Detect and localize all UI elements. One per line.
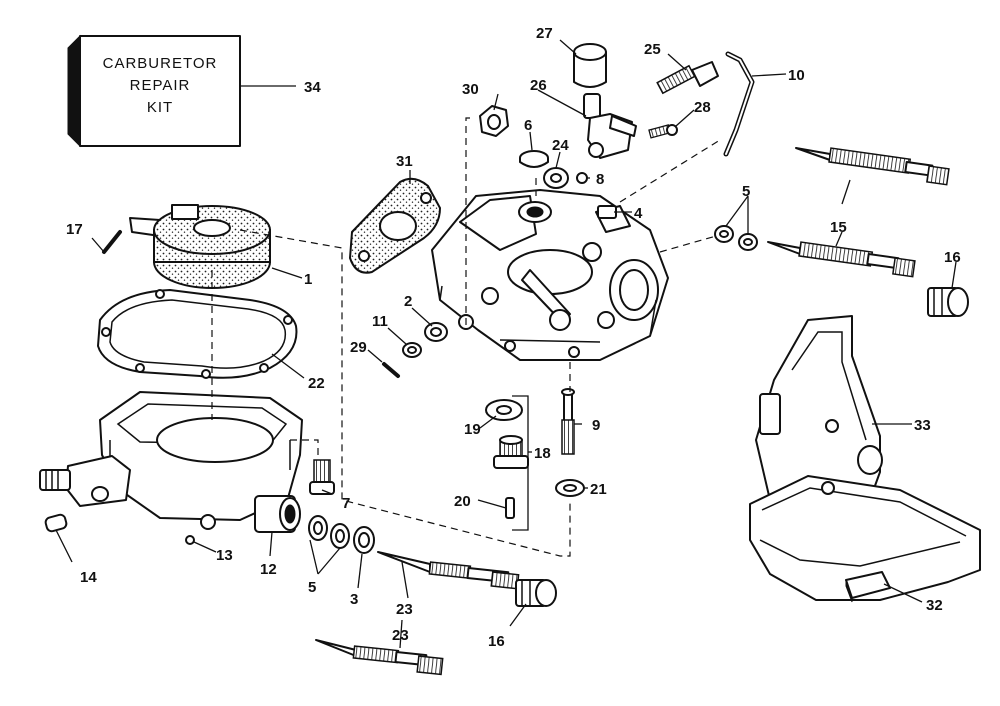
needle-valve-right-upper-part <box>795 147 950 186</box>
cap-part <box>573 43 607 88</box>
washers-left-part <box>308 515 375 554</box>
callout-1: 1 <box>304 271 312 288</box>
callout-17: 17 <box>66 221 83 238</box>
callout-11: 11 <box>372 313 388 330</box>
block-32-part <box>845 571 891 603</box>
leader-lines <box>55 39 957 649</box>
callout-22: 22 <box>308 375 325 392</box>
callout-4: 4 <box>634 205 643 222</box>
callout-24: 24 <box>552 137 569 154</box>
welch-plug-part <box>519 150 549 168</box>
bracket-18 <box>512 395 529 531</box>
callout-28: 28 <box>694 99 711 116</box>
lock-washer-11-part <box>402 342 422 358</box>
callout-23-lower: 23 <box>392 627 409 644</box>
callout-30: 30 <box>462 81 479 98</box>
packing-nut-upper-part <box>927 287 969 317</box>
callout-16-upper: 16 <box>944 249 961 266</box>
callout-23-upper: 23 <box>396 601 413 618</box>
plug-part <box>44 513 68 533</box>
float-bowl-gasket-part <box>97 289 298 379</box>
kit-label-line3: KIT <box>147 99 173 116</box>
washer-2-part <box>424 322 448 342</box>
callout-8: 8 <box>596 171 604 188</box>
callout-5-right: 5 <box>742 183 750 200</box>
callout-26: 26 <box>530 77 547 94</box>
needle-valve-lower-part <box>315 639 444 676</box>
callout-33: 33 <box>914 417 931 434</box>
callout-7: 7 <box>342 495 350 512</box>
flange-gasket-part <box>348 177 442 274</box>
callout-14: 14 <box>80 569 97 586</box>
kit-label-line2: REPAIR <box>130 77 191 94</box>
callout-29: 29 <box>350 339 367 356</box>
callout-10: 10 <box>788 67 805 84</box>
carburetor-body-part <box>431 189 669 361</box>
nut-part <box>479 105 509 137</box>
float-part <box>129 204 271 289</box>
callout-31: 31 <box>396 153 413 170</box>
assembly-guide-lines <box>211 117 721 557</box>
pin-29-part <box>382 362 400 378</box>
callout-15: 15 <box>830 219 847 236</box>
choke-assembly-part <box>583 93 637 159</box>
callout-13: 13 <box>216 547 233 564</box>
callout-27: 27 <box>536 25 553 42</box>
washers-right-part <box>714 225 758 251</box>
callout-numbers: 34 1 17 22 2 11 29 30 6 24 8 31 4 26 27 … <box>66 25 961 650</box>
screw-25-part <box>656 61 719 95</box>
ball-8-part <box>576 172 588 184</box>
float-bowl-part <box>39 391 303 533</box>
washer-24-part <box>543 167 569 189</box>
callout-9: 9 <box>592 417 600 434</box>
callout-12: 12 <box>260 561 277 578</box>
screw-9-part <box>561 388 575 455</box>
jet-gasket-19-part <box>485 399 523 421</box>
needle-valve-upper-part <box>377 551 520 590</box>
check-ball-part <box>185 535 195 545</box>
bowl-screw-part <box>309 459 335 495</box>
jet-20-part <box>505 497 515 519</box>
packing-nut-lower-part <box>515 579 557 607</box>
callout-16-lower: 16 <box>488 633 505 650</box>
link-rod-part <box>723 51 755 157</box>
callout-2: 2 <box>404 293 412 310</box>
callout-5-left: 5 <box>308 579 316 596</box>
jet-18-part <box>493 435 529 469</box>
callout-32: 32 <box>926 597 943 614</box>
callout-6: 6 <box>524 117 532 134</box>
callout-25: 25 <box>644 41 661 58</box>
callout-20: 20 <box>454 493 471 510</box>
screw-28-part <box>648 124 678 139</box>
needle-valve-right-lower-part <box>767 241 916 278</box>
repair-kit-box: CARBURETOR REPAIR KIT <box>67 34 296 148</box>
callout-19: 19 <box>464 421 481 438</box>
kit-label-line1: CARBURETOR <box>103 55 218 72</box>
callout-18: 18 <box>534 445 551 462</box>
bracket-33-part <box>749 315 981 601</box>
hinge-pin-part <box>102 230 122 254</box>
callout-21: 21 <box>590 481 607 498</box>
callout-3: 3 <box>350 591 358 608</box>
callout-34: 34 <box>304 79 321 96</box>
washer-21-part <box>555 479 585 497</box>
fitting-4-part <box>597 205 617 219</box>
